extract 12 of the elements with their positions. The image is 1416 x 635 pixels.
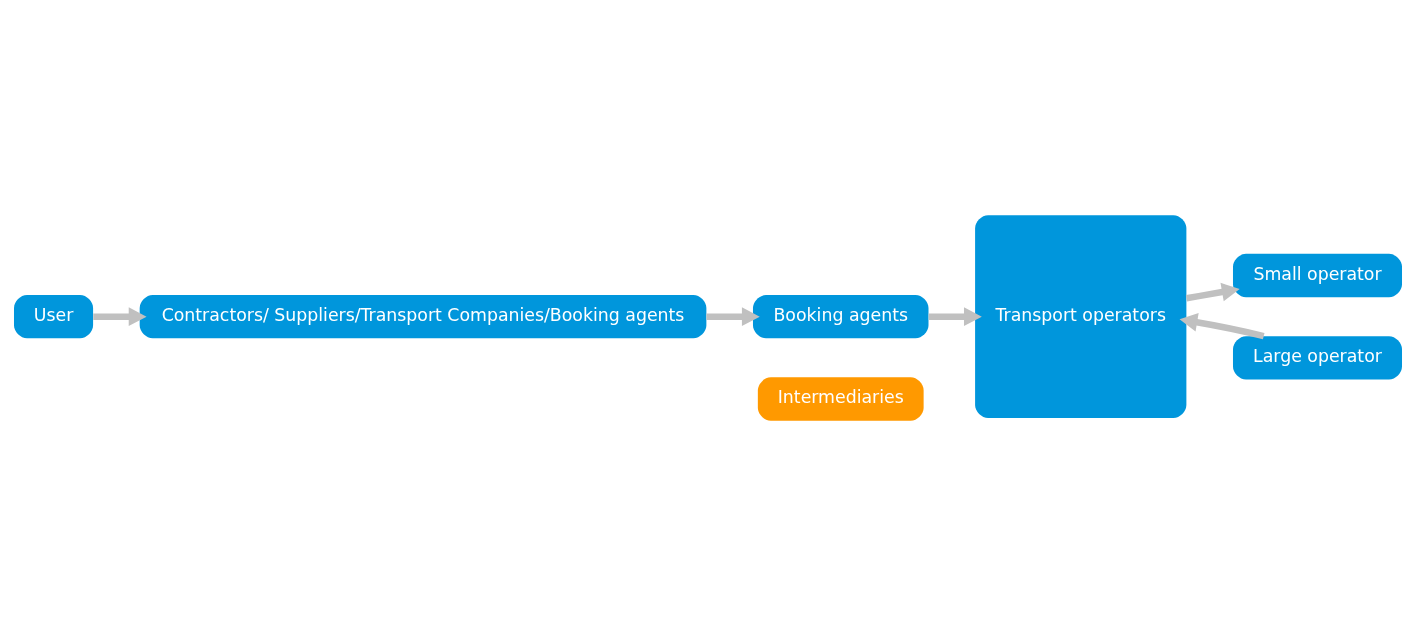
arrow xyxy=(1185,282,1240,301)
node-box: Booking agents xyxy=(752,294,929,338)
node-box: Small operator xyxy=(1233,253,1402,297)
node-box: User xyxy=(14,294,94,338)
node-box: Large operator xyxy=(1233,335,1402,379)
arrow xyxy=(706,306,760,326)
arrow xyxy=(928,306,982,326)
arrow xyxy=(1179,312,1265,339)
node-box: Transport operators xyxy=(975,214,1187,418)
node-box: Intermediaries xyxy=(757,376,924,421)
arrow xyxy=(93,306,147,326)
node-box: Contractors/ Suppliers/Transport Companies/Booking agents xyxy=(139,294,707,338)
